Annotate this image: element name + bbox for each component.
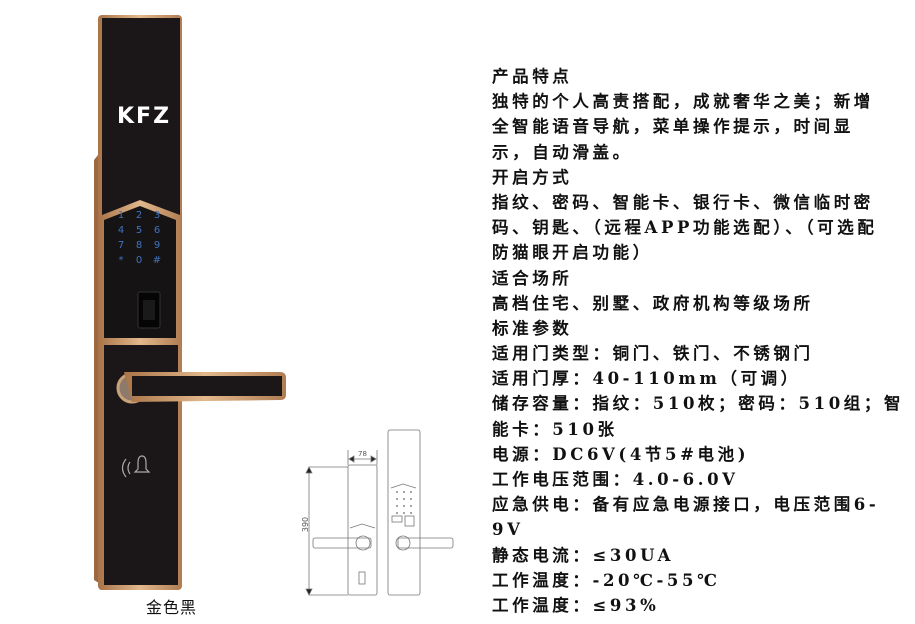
spec-list: 产品特点独特的个人高责搭配，成就奢华之美；新增全智能语音导航，菜单操作提示，时间… <box>492 64 912 618</box>
width-dimension-label: 78 <box>358 450 367 458</box>
lock-photo <box>80 10 290 595</box>
spec-line: 标准参数 <box>492 318 573 338</box>
spec-line: 防猫眼开启功能） <box>492 243 653 263</box>
keypad-key[interactable]: 5 <box>135 225 143 236</box>
spec-line: 适合场所 <box>492 268 573 288</box>
spec-line: 码、钥匙、（远程APP功能选配）、（可选配 <box>492 218 878 238</box>
keypad-key[interactable]: 4 <box>117 225 125 236</box>
spec-line: 高档住宅、别墅、政府机构等级场所 <box>492 293 814 313</box>
height-dimension-label: 390 <box>301 516 311 533</box>
keypad-key[interactable]: 6 <box>153 225 161 236</box>
spec-line: 储存容量：指纹：510枚；密码：510组；智 <box>492 394 905 414</box>
spec-line: 示，自动滑盖。 <box>492 142 633 162</box>
keypad-key[interactable]: 1 <box>117 210 125 221</box>
keypad-key[interactable]: 8 <box>135 240 143 251</box>
dimension-diagram <box>295 420 475 620</box>
spec-line: 能卡：510张 <box>492 419 618 439</box>
spec-line: 指纹、密码、智能卡、银行卡、微信临时密 <box>492 192 874 212</box>
spec-line: 9V <box>492 520 524 540</box>
spec-line: 电源：DC6V(4节5#电池) <box>492 444 750 464</box>
keypad-key[interactable]: # <box>152 255 162 266</box>
color-caption: 金色黑 <box>146 598 198 617</box>
keypad-key[interactable]: * <box>118 255 124 266</box>
keypad-key[interactable]: 9 <box>153 240 161 251</box>
keypad-key[interactable]: 3 <box>153 210 161 221</box>
spec-line: 全智能语音导航，菜单操作提示，时间显 <box>492 117 854 137</box>
spec-line: 工作温度：≤93% <box>492 595 660 615</box>
spec-line: 静态电流：≤30UA <box>492 545 674 565</box>
spec-line: 独特的个人高责搭配，成就奢华之美；新增 <box>492 92 874 112</box>
spec-line: 适用门厚：40-110mm（可调） <box>492 369 801 389</box>
spec-line: 应急供电：备有应急电源接口，电压范围6- <box>492 495 880 515</box>
spec-line: 工作温度：-20℃-55℃ <box>492 570 721 590</box>
spec-line: 适用门类型：铜门、铁门、不锈钢门 <box>492 344 814 364</box>
keypad-key[interactable]: 0 <box>135 255 143 266</box>
spec-line: 产品特点 <box>492 67 573 86</box>
keypad-key[interactable]: 2 <box>135 210 143 221</box>
spec-line: 工作电压范围：4.0-6.0V <box>492 470 739 489</box>
keypad-key[interactable]: 7 <box>117 240 125 251</box>
card-reader-icon <box>121 455 151 478</box>
keypad: 1 2 3 4 5 6 7 8 9 * 0 # <box>112 210 166 266</box>
brand-logo: KFZ <box>117 104 172 129</box>
spec-line: 开启方式 <box>492 167 573 187</box>
